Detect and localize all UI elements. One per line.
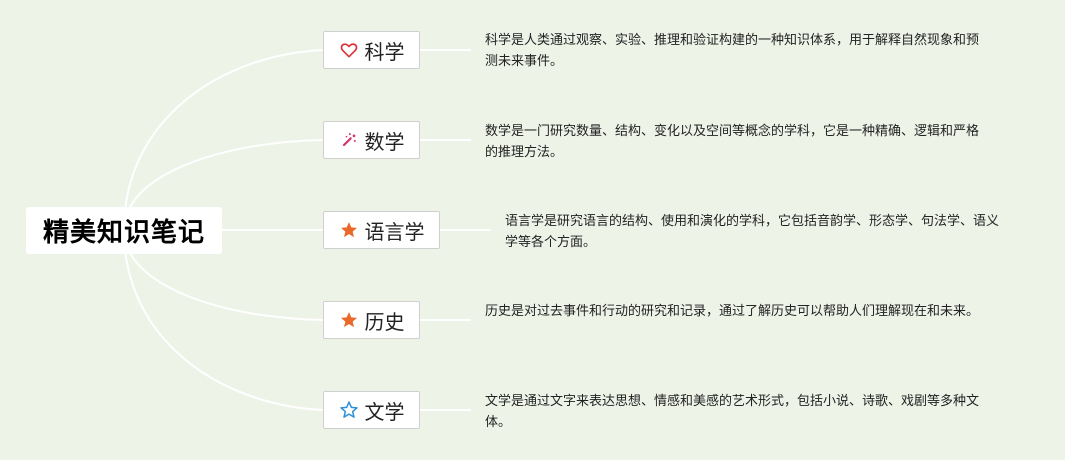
connector-root-science — [123, 49, 324, 231]
description-math: 数学是一门研究数量、结构、变化以及空间等概念的学科，它是一种精确、逻辑和严格的推… — [485, 124, 980, 160]
magic-wand-sparkle-icon — [339, 130, 359, 150]
description-linguistics: 语言学是研究语言的结构、使用和演化的学科，它包括音韵学、形态学、句法学、语义学等… — [505, 214, 1000, 250]
branch-math[interactable]: 数学 — [323, 121, 420, 159]
branch-science[interactable]: 科学 — [323, 31, 420, 69]
branch-label-math: 数学 — [364, 129, 405, 154]
star-outline-icon — [339, 400, 359, 420]
description-history: 历史是对过去事件和行动的研究和记录，通过了解历史可以帮助人们理解现在和未来。 — [485, 304, 980, 319]
branch-history[interactable]: 历史 — [323, 301, 420, 339]
description-literature: 文学是通过文字来表达思想、情感和美感的艺术形式，包括小说、诗歌、戏剧等多种文体。 — [485, 394, 980, 430]
connector-root-literature — [123, 229, 324, 411]
heart-outline-icon — [339, 40, 359, 60]
branch-label-literature: 文学 — [364, 399, 405, 424]
branch-label-history: 历史 — [364, 309, 405, 334]
branch-label-linguistics: 语言学 — [364, 219, 425, 244]
root-topic[interactable]: 精美知识笔记 — [26, 207, 222, 254]
branch-literature[interactable]: 文学 — [323, 391, 420, 429]
branch-linguistics[interactable]: 语言学 — [323, 211, 440, 249]
star-filled-icon — [339, 310, 359, 330]
branch-label-science: 科学 — [364, 39, 405, 64]
root-title: 精美知识笔记 — [42, 218, 205, 248]
description-science: 科学是人类通过观察、实验、推理和验证构建的一种知识体系，用于解释自然现象和预测未… — [485, 33, 980, 69]
star-filled-icon — [339, 220, 359, 240]
